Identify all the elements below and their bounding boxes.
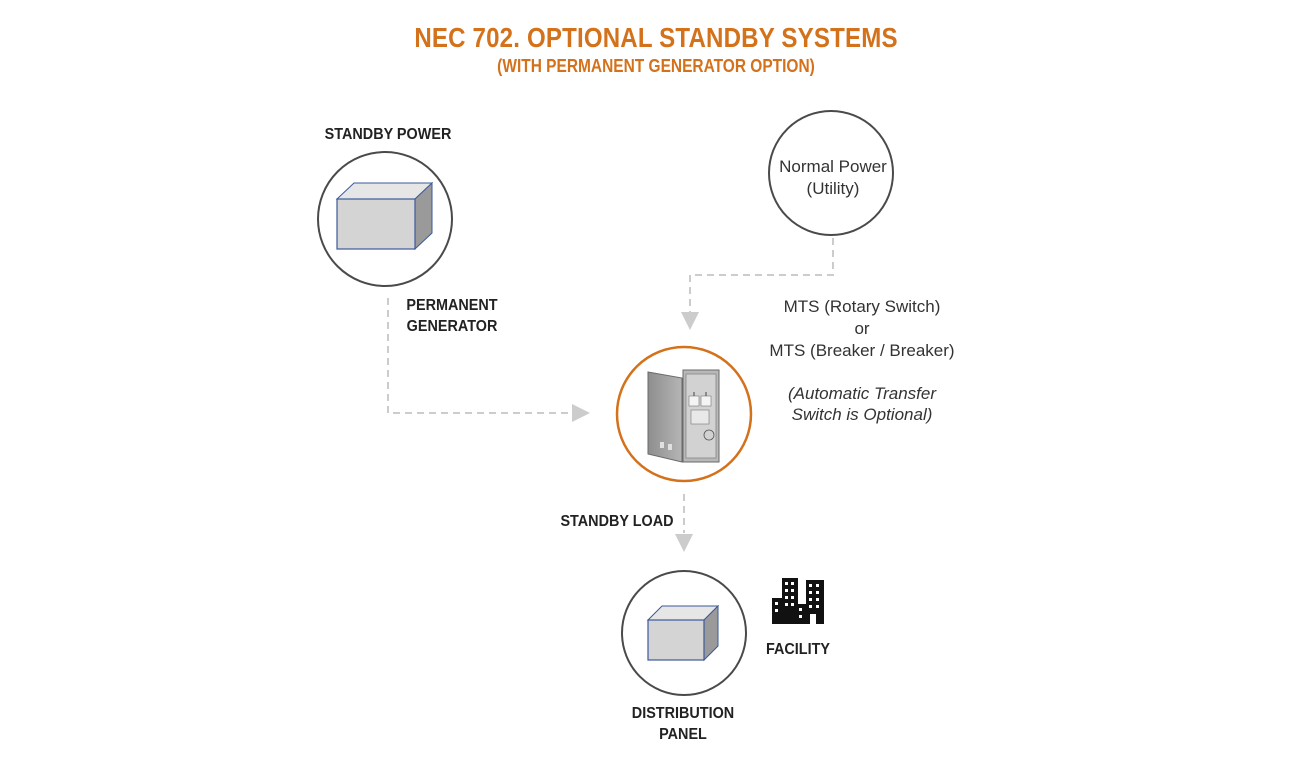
utility-label-line2: (Utility) — [806, 179, 860, 198]
distribution-panel-node — [621, 570, 747, 696]
generator-box-icon — [335, 181, 434, 251]
mts-rotary-label: MTS (Rotary Switch) — [783, 297, 941, 316]
generator-label-line2: GENERATOR — [406, 318, 498, 335]
transfer-switch-label: MTS (Rotary Switch) or MTS (Breaker / Br… — [752, 296, 972, 362]
utility-label-line1: Normal Power — [779, 157, 887, 176]
mts-breaker-label: MTS (Breaker / Breaker) — [769, 341, 955, 360]
ats-note-line1: (Automatic Transfer — [787, 384, 936, 403]
building-icon — [772, 578, 824, 624]
transfer-switch-icon — [647, 369, 720, 463]
utility-label: Normal Power (Utility) — [771, 156, 895, 200]
distribution-panel-label: DISTRIBUTION PANEL — [620, 703, 746, 745]
page-subtitle: (WITH PERMANENT GENERATOR OPTION) — [497, 56, 815, 76]
standby-power-label: STANDBY POWER — [324, 126, 452, 143]
standby-load-label: STANDBY LOAD — [560, 513, 674, 530]
connector-utility-to-switch — [681, 238, 834, 330]
connector-switch-to-panel — [675, 494, 693, 552]
mts-or-label: or — [854, 319, 870, 338]
ats-optional-note: (Automatic Transfer Switch is Optional) — [752, 383, 972, 425]
page-title: NEC 702. OPTIONAL STANDBY SYSTEMS — [414, 22, 898, 53]
standby-power-node — [317, 151, 453, 287]
panel-box-icon — [646, 604, 720, 662]
permanent-generator-label: PERMANENT GENERATOR — [389, 295, 515, 337]
facility-label: FACILITY — [765, 641, 830, 658]
ats-note-line2: Switch is Optional) — [791, 405, 933, 424]
utility-node — [768, 110, 894, 236]
distribution-label-line2: PANEL — [659, 726, 707, 743]
transfer-switch-node — [615, 345, 753, 483]
distribution-label-line1: DISTRIBUTION — [631, 705, 735, 722]
connector-generator-to-switch — [387, 298, 590, 422]
generator-label-line1: PERMANENT — [406, 297, 498, 314]
